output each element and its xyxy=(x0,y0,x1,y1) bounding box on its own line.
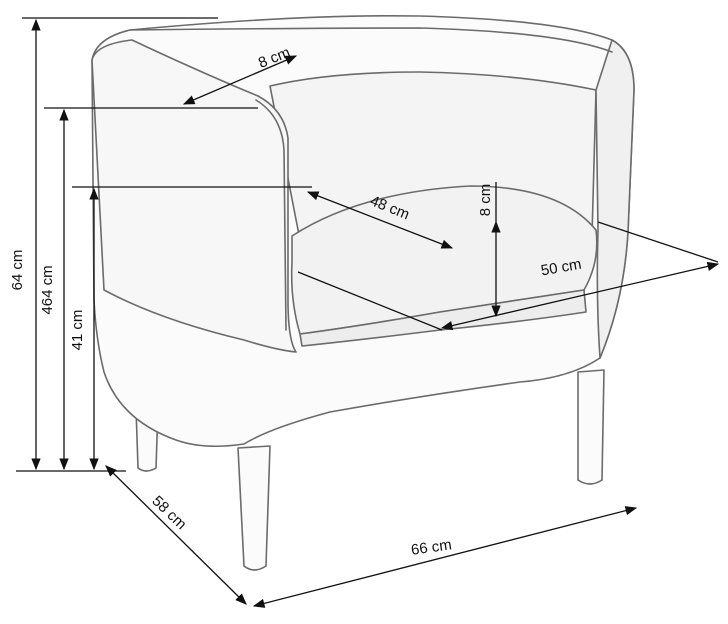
seat-height-label: 41 cm xyxy=(69,310,86,351)
back-leg-right xyxy=(577,369,605,485)
seat-width-arrow xyxy=(440,261,720,331)
left-armrest xyxy=(91,39,297,353)
dimension-lines xyxy=(16,17,720,608)
seat-depth-arrow xyxy=(306,191,454,249)
front-leg-left xyxy=(237,445,271,571)
armchair-sketch xyxy=(91,14,635,571)
seat-width-ref-right xyxy=(597,221,719,263)
seat-width-label: 50 cm xyxy=(540,256,583,280)
width-label: 66 cm xyxy=(410,536,453,559)
depth-arrow xyxy=(105,465,247,605)
depth-label: 58 cm xyxy=(149,492,190,533)
right-armrest xyxy=(595,39,635,359)
back-seam xyxy=(129,27,613,53)
seat-width-ref-left xyxy=(297,271,443,331)
seat-thickness-label: 8 cm xyxy=(477,184,494,217)
total-height-label: 64 cm xyxy=(9,250,26,291)
armrest-height-label: 464 cm xyxy=(39,265,56,314)
armrest-width-arrow xyxy=(182,55,298,105)
width-arrow xyxy=(252,506,638,608)
